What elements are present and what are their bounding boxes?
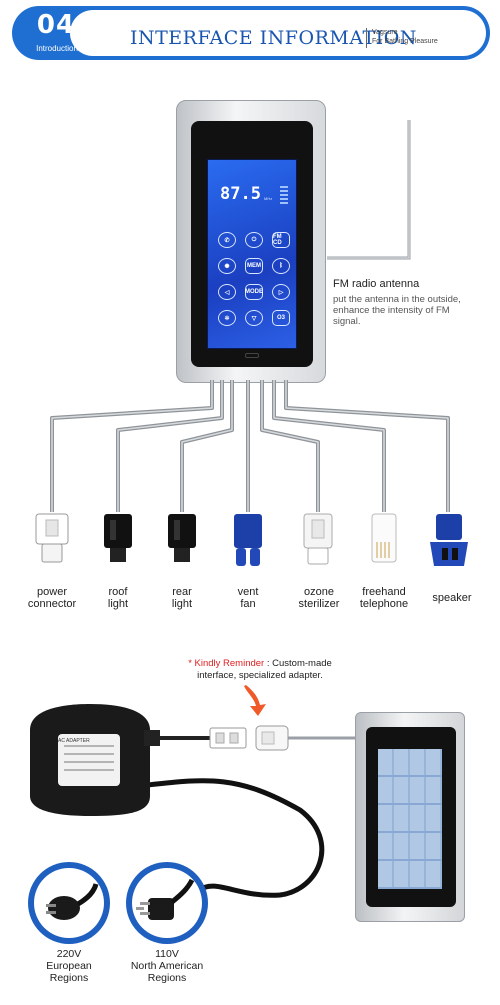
eu-plug-inner xyxy=(34,868,104,938)
cable-harness xyxy=(50,380,450,512)
us-plug-badge xyxy=(126,862,208,944)
eu-voltage: 220V xyxy=(56,948,82,960)
section-subtitle: Introduction xyxy=(36,44,78,53)
fm-cd-button[interactable]: FM CD xyxy=(272,232,290,248)
fm-cd-label: FM CD xyxy=(273,234,282,246)
prev-icon[interactable]: ◁ xyxy=(218,284,236,300)
label-line: connector xyxy=(27,598,77,610)
mode-button[interactable]: MODE xyxy=(245,284,263,300)
label-line: power xyxy=(37,586,67,598)
antenna-callout-title: FM radio antenna xyxy=(333,278,420,290)
speaker-label: speaker xyxy=(422,592,482,604)
label-line: freehand xyxy=(362,586,406,598)
header-banner: 04 Introduction INTERFACE INFORMATION Va… xyxy=(12,6,490,60)
fm-antenna-icon xyxy=(327,120,411,260)
touch-button-grid: ✆ ⏻ FM CD ✺ MEM ᛒ ◁ MODE ▷ ✲ ▽ O3 xyxy=(216,230,292,342)
roof-light-connector-icon xyxy=(104,514,132,562)
label-line: fan xyxy=(240,598,256,610)
signal-bars-icon xyxy=(280,186,288,206)
vent-fan-connector-icon xyxy=(234,514,262,566)
brand-text: Vagsure For Bathing Pleasure xyxy=(372,28,438,46)
bluetooth-icon[interactable]: ᛒ xyxy=(272,258,290,274)
label-line: vent xyxy=(237,586,259,598)
eu-plug-badge xyxy=(28,862,110,944)
phone-icon[interactable]: ✆ xyxy=(218,232,236,248)
brand-name: Vagsure xyxy=(372,29,398,36)
us-voltage: 110V xyxy=(155,948,179,960)
control-panel-rear-face xyxy=(366,727,456,907)
label-line: ozone xyxy=(304,586,334,598)
speaker-connector-icon xyxy=(430,514,468,566)
next-icon[interactable]: ▷ xyxy=(272,284,290,300)
eu-plug-icon xyxy=(46,883,99,920)
label-line: rear xyxy=(172,586,192,598)
rear-screen xyxy=(378,749,442,889)
frequency-display: 87.5 xyxy=(220,184,261,204)
kindly-reminder: * Kindly Reminder : Custom-made interfac… xyxy=(160,658,360,682)
lcd-screen: 87.5 MHz ✆ ⏻ FM CD ✺ MEM ᛒ ◁ MODE ▷ ✲ ▽ … xyxy=(207,159,297,349)
label-line: sterilizer xyxy=(298,598,340,610)
power-connector-icon xyxy=(35,513,69,563)
us-plug-icon xyxy=(136,878,195,920)
header-inner xyxy=(70,10,486,56)
label-line: speaker xyxy=(432,592,472,604)
us-region-suffix: Regions xyxy=(147,972,187,984)
reminder-text-1: : Custom-made xyxy=(266,658,332,669)
us-plug-label: 110V North American Regions xyxy=(112,948,222,984)
eu-plug-label: 220V European Regions xyxy=(20,948,118,984)
ozone-button[interactable]: O3 xyxy=(272,310,290,326)
section-title: INTERFACE INFORMATION xyxy=(130,27,417,49)
control-panel: 87.5 MHz ✆ ⏻ FM CD ✺ MEM ᛒ ◁ MODE ▷ ✲ ▽ … xyxy=(176,100,326,383)
mem-label: MEM xyxy=(247,263,261,269)
us-plug-inner xyxy=(132,868,202,938)
reminder-text-2: interface, specialized adapter. xyxy=(197,670,323,681)
mem-button[interactable]: MEM xyxy=(245,258,263,274)
antenna-callout-text: put the antenna in the outside, enhance … xyxy=(333,294,461,327)
panel-sensor-icon xyxy=(245,353,259,358)
ozone-label: O3 xyxy=(276,315,285,321)
fan-icon[interactable]: ✲ xyxy=(218,310,236,326)
label-line: roof xyxy=(108,586,128,598)
freehand-telephone-connector-icon xyxy=(371,513,397,563)
eu-region-suffix: Regions xyxy=(49,972,89,984)
light-icon[interactable]: ✺ xyxy=(218,258,236,274)
header-divider xyxy=(366,28,367,48)
us-region: North American xyxy=(130,960,204,972)
adapter-label: AC ADAPTER xyxy=(58,738,90,744)
rear-light-connector-icon xyxy=(168,514,196,562)
reminder-label: * Kindly Reminder xyxy=(188,658,265,669)
section-number: 04 xyxy=(36,10,76,40)
power-icon[interactable]: ⏻ xyxy=(245,232,263,248)
control-panel-face: 87.5 MHz ✆ ⏻ FM CD ✺ MEM ᛒ ◁ MODE ▷ ✲ ▽ … xyxy=(191,121,313,367)
label-line: light xyxy=(107,598,129,610)
control-panel-rear xyxy=(355,712,465,922)
adapter-cable xyxy=(119,725,360,898)
label-line: telephone xyxy=(359,598,409,610)
mode-label: MODE xyxy=(245,289,263,295)
brand-tagline: For Bathing Pleasure xyxy=(372,38,438,45)
frequency-unit: MHz xyxy=(264,196,273,201)
ac-adapter-icon xyxy=(30,704,160,816)
volume-down-icon[interactable]: ▽ xyxy=(245,310,263,326)
red-arrow-icon xyxy=(244,685,266,716)
ozone-sterilizer-connector-icon xyxy=(303,513,333,565)
label-line: light xyxy=(171,598,193,610)
eu-region: European xyxy=(46,960,92,972)
